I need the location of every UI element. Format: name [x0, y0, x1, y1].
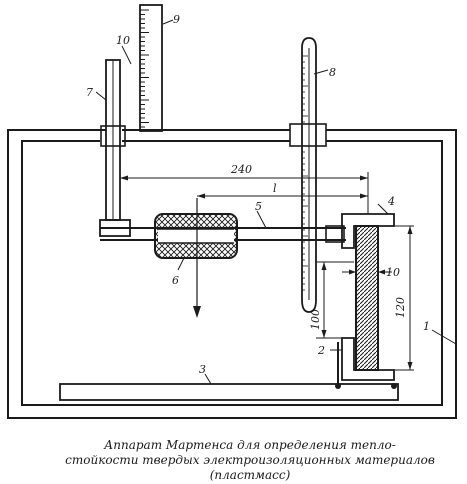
ruler-ticks — [140, 9, 149, 128]
heating-chamber — [7, 129, 457, 419]
base-plate — [59, 383, 399, 401]
label-4: 4 — [387, 195, 395, 208]
label-3: 3 — [199, 363, 206, 376]
counterweight — [154, 213, 238, 259]
label-10-top: 10 — [116, 34, 130, 47]
leader-6 — [177, 257, 185, 271]
leader-7 — [95, 91, 107, 101]
dim-label-120: 120 — [394, 297, 407, 318]
vertical-rod — [100, 59, 126, 221]
dimension-240 — [120, 172, 369, 214]
label-5: 5 — [255, 200, 262, 213]
leader-3 — [204, 373, 212, 385]
label-9: 9 — [173, 13, 180, 26]
test-specimen — [355, 225, 379, 371]
dim-label-100: 100 — [309, 309, 322, 330]
leader-4 — [377, 203, 389, 215]
upper-clamp — [341, 213, 395, 249]
dimension-l — [197, 193, 368, 199]
dim-label-240: 240 — [230, 163, 252, 176]
dimension-120 — [378, 225, 414, 371]
thermometer-ticks — [302, 55, 308, 291]
leader-9 — [162, 19, 174, 25]
label-1: 1 — [423, 320, 430, 333]
leader-5 — [256, 210, 267, 229]
leader-10-top — [121, 45, 132, 65]
thermometer — [289, 37, 327, 313]
dimension-10 — [342, 269, 392, 275]
leader-8 — [313, 69, 329, 75]
label-7: 7 — [86, 86, 93, 99]
dim-label-l: l — [273, 182, 277, 195]
label-10-right: 10 — [386, 266, 400, 279]
dimension-100 — [316, 261, 354, 339]
caption-line-1: Аппарат Мартенса для определения тепло- — [104, 438, 396, 452]
label-8: 8 — [329, 66, 336, 79]
weight-arrow-head — [193, 306, 201, 318]
label-2: 2 — [317, 344, 325, 357]
leader-1 — [431, 329, 457, 345]
caption-line-3: (пластмасс) — [209, 468, 291, 482]
label-6: 6 — [172, 274, 179, 287]
caption-line-2: стойкости твердых электроизоляционных ма… — [65, 453, 435, 467]
